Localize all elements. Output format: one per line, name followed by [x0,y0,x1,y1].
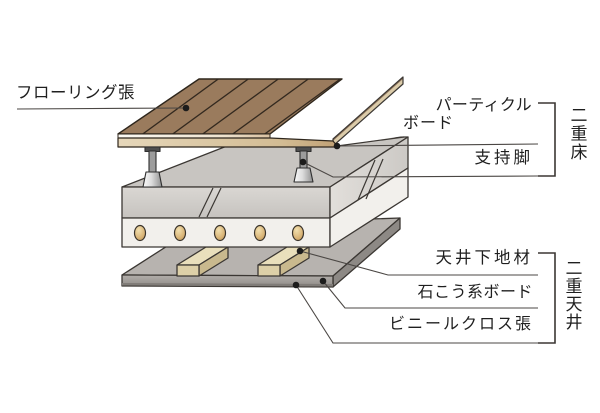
bracket-double-floor [538,102,556,177]
bracket-double-ceiling [538,252,556,344]
slab-void-holes [133,224,305,242]
leader-gypsum-board [322,280,538,309]
floor-assembly [117,78,343,148]
break-lines [198,158,384,218]
peeled-gap [270,78,404,146]
leader-dot [292,281,300,289]
label-flooring: フローリング張 [16,83,135,102]
ceiling-batten [257,246,310,277]
support-leg [142,146,163,188]
slab-corner-edge [336,136,405,147]
leader-dot [182,104,190,112]
leader-dot [319,277,327,285]
void-hole [291,224,305,242]
ceiling-batten [176,246,229,277]
leader-vinyl-cloth [295,284,538,344]
concrete-slab [121,136,409,248]
leader-dots [182,104,341,289]
particle-board-edge [117,137,339,148]
leader-lines [16,107,539,344]
label-double-floor: 二重床 [567,106,587,162]
label-gypsum-board: 石こう系ボード [417,284,533,301]
label-support-leg: 支持脚 [474,148,533,167]
leader-particle-board [336,143,539,147]
vinyl-cloth-strip [122,283,333,287]
void-hole [173,224,187,242]
leader-ceiling-base [299,250,538,276]
void-hole [253,224,267,242]
void-hole [213,224,227,242]
leader-dot [299,158,307,166]
plank-lines [139,79,342,134]
void-hole [133,224,147,242]
slab-front-face [121,186,331,219]
brackets [538,102,556,344]
label-ceiling-base: 天井下地材 [435,248,533,267]
label-particle-board-line2: ボード [403,115,455,132]
leader-dot [333,142,341,150]
slab-right-section-void [329,167,409,248]
leader-dot [296,247,304,255]
leader-flooring [16,107,187,110]
label-particle-board-line1: パーティクル [435,97,532,114]
label-double-ceiling: 二重天井 [562,259,582,331]
label-vinyl-cloth: ビニールクロス張 [388,316,533,333]
leader-support-leg [302,161,539,178]
